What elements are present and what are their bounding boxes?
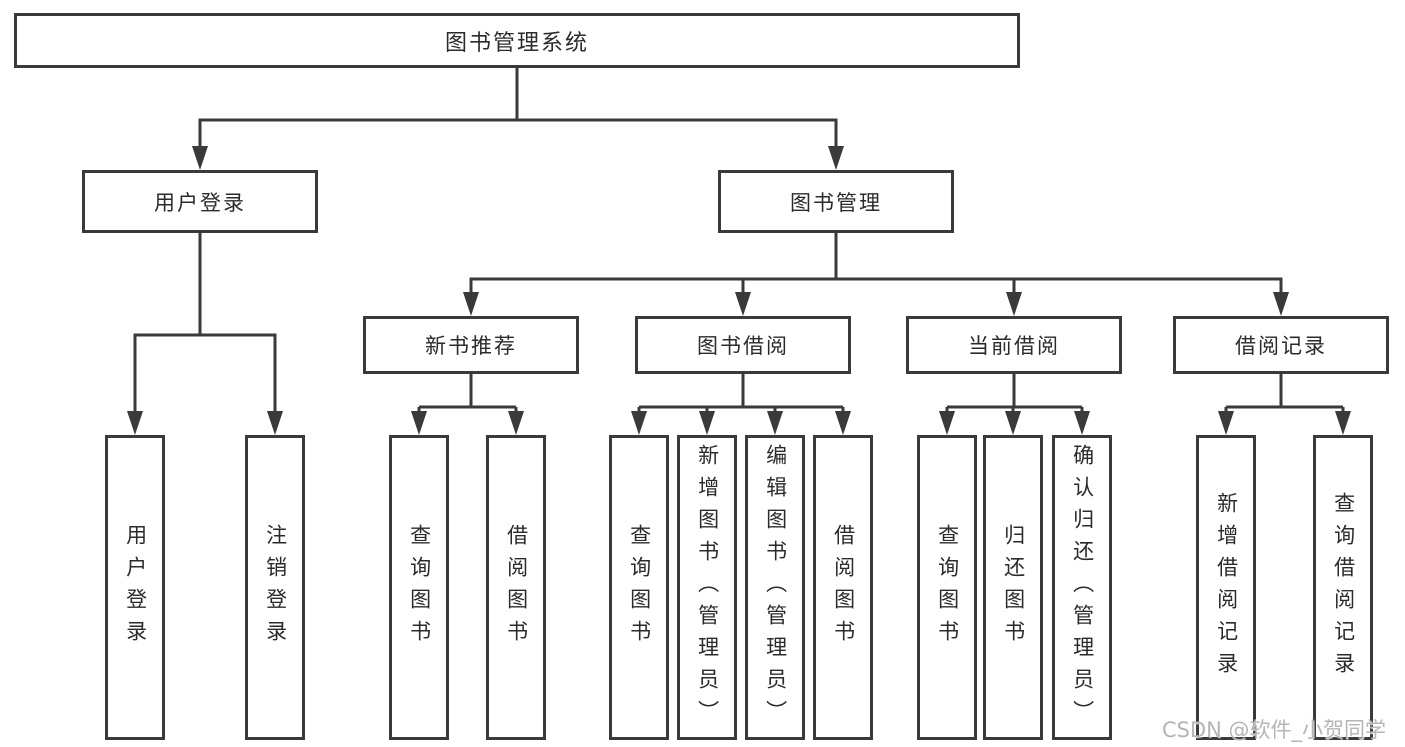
node-borrow-records: 借阅记录	[1173, 316, 1389, 374]
node-new-book-recommend: 新书推荐	[363, 316, 579, 374]
leaf-query-borrow-record-label: 查询借阅记录	[1331, 491, 1356, 684]
node-borrow-records-label: 借阅记录	[1235, 334, 1327, 358]
node-current-borrow: 当前借阅	[906, 316, 1122, 374]
csdn-watermark: CSDN @软件_小贺同学	[1162, 718, 1387, 742]
leaf-user-login-label: 用户登录	[123, 523, 148, 652]
leaf-add-books-admin: 新增图书（管理员）	[677, 435, 737, 740]
leaf-query-books: 查询图书	[389, 435, 449, 740]
node-new-book-recommend-label: 新书推荐	[425, 334, 517, 358]
node-book-management: 图书管理	[718, 170, 954, 233]
node-user-login: 用户登录	[82, 170, 318, 233]
leaf-add-borrow-record-label: 新增借阅记录	[1214, 491, 1239, 684]
leaf-confirm-return-admin: 确认归还（管理员）	[1052, 435, 1112, 740]
leaf-query-borrow-record: 查询借阅记录	[1313, 435, 1373, 740]
leaf-borrow-books: 借阅图书	[813, 435, 873, 740]
node-root-label: 图书管理系统	[444, 30, 589, 56]
leaf-logout-label: 注销登录	[263, 523, 288, 652]
node-user-login-label: 用户登录	[154, 190, 246, 215]
leaf-query-books-label: 查询图书	[407, 523, 432, 652]
leaf-add-borrow-record: 新增借阅记录	[1196, 435, 1256, 740]
leaf-user-login: 用户登录	[105, 435, 165, 740]
leaf-edit-books-admin: 编辑图书（管理员）	[745, 435, 805, 740]
leaf-query-books-label: 查询图书	[935, 523, 960, 652]
leaf-query-books-label: 查询图书	[627, 523, 652, 652]
leaf-query-books: 查询图书	[917, 435, 977, 740]
node-book-management-label: 图书管理	[790, 190, 882, 215]
node-current-borrow-label: 当前借阅	[968, 334, 1060, 358]
leaf-confirm-return-admin-label: 确认归还（管理员）	[1070, 443, 1095, 732]
leaf-add-books-admin-label: 新增图书（管理员）	[695, 443, 720, 732]
leaf-return-books-label: 归还图书	[1001, 523, 1026, 652]
leaf-borrow-books: 借阅图书	[486, 435, 546, 740]
node-book-borrow-label: 图书借阅	[697, 334, 789, 358]
node-root: 图书管理系统	[14, 13, 1020, 68]
node-book-borrow: 图书借阅	[635, 316, 851, 374]
leaf-return-books: 归还图书	[983, 435, 1043, 740]
leaf-logout: 注销登录	[245, 435, 305, 740]
arrowheads	[127, 146, 1351, 435]
leaf-edit-books-admin-label: 编辑图书（管理员）	[763, 443, 788, 732]
leaf-query-books: 查询图书	[609, 435, 669, 740]
leaf-borrow-books-label: 借阅图书	[504, 523, 529, 652]
leaf-borrow-books-label: 借阅图书	[831, 523, 856, 652]
